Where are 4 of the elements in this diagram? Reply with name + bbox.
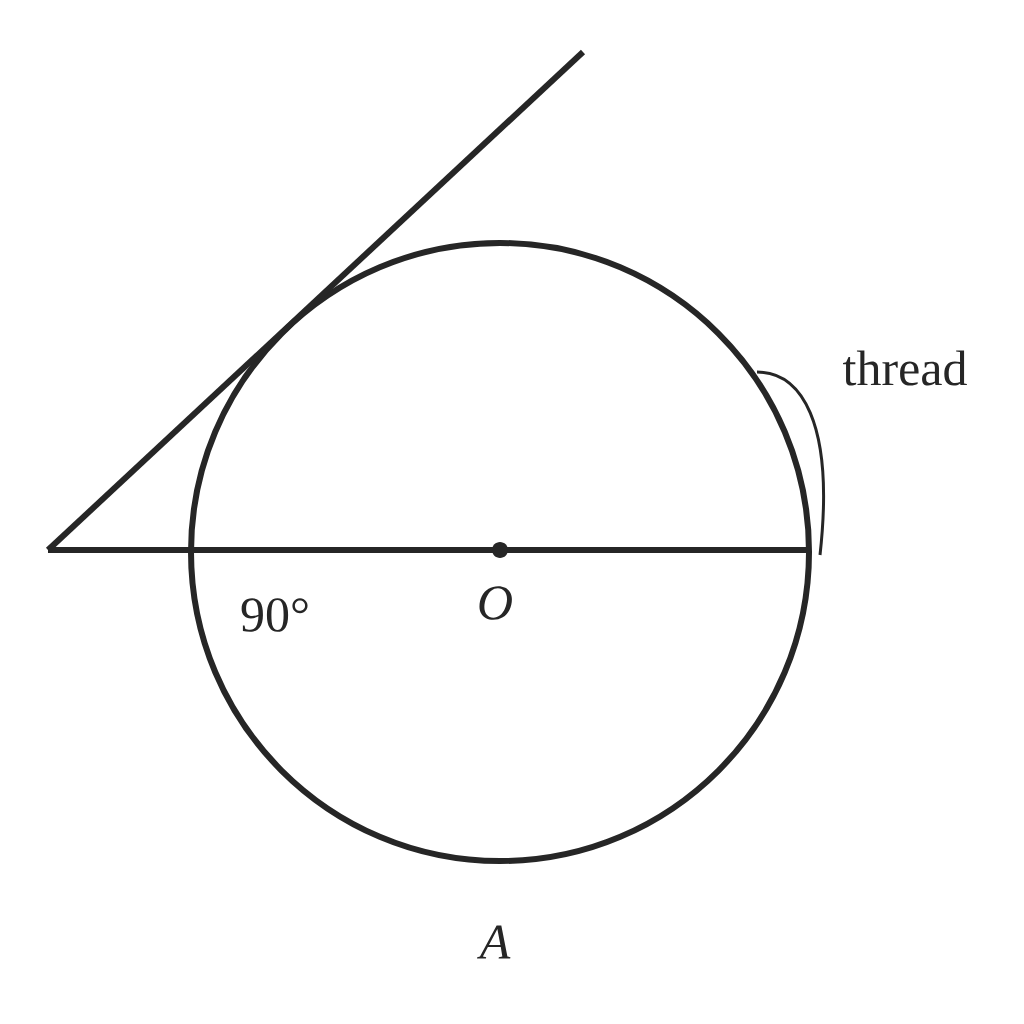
point-label: A xyxy=(477,925,511,959)
label-text: thread xyxy=(843,350,967,386)
angle-label: 90° xyxy=(241,598,308,632)
point-label: O xyxy=(479,586,512,620)
